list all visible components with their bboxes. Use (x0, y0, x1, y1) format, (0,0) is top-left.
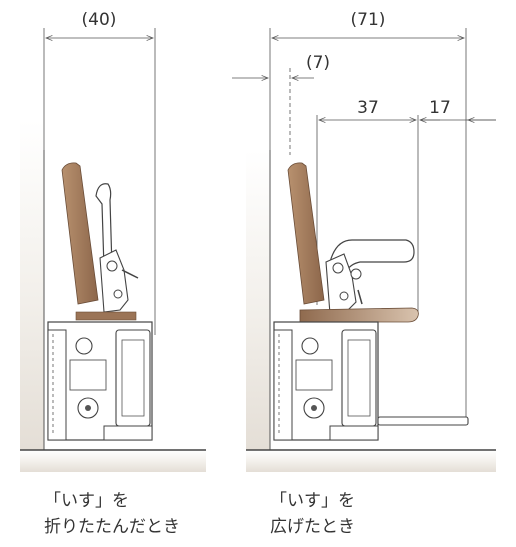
left-seat-mechanism (99, 249, 129, 313)
left-backrest (61, 162, 99, 305)
left-width-dimension: (40) (82, 10, 117, 30)
right-backrest (287, 162, 325, 305)
right-gear-2-hub (311, 405, 317, 411)
right-caption: 「いす」を 広げたとき (270, 488, 355, 540)
right-armrest (329, 239, 415, 273)
right-footrest (377, 416, 469, 426)
left-pivot-2 (113, 289, 123, 299)
right-pivot-2 (350, 268, 362, 280)
right-pivot-3 (339, 291, 349, 301)
left-floor (20, 450, 206, 472)
right-wall (246, 150, 270, 450)
left-lever (121, 269, 139, 279)
left-base (103, 425, 153, 441)
right-base (329, 425, 379, 441)
left-caption-line1: 「いす」を (44, 491, 129, 511)
right-motor-inner (347, 339, 371, 417)
left-rail (47, 329, 67, 441)
right-extension-dimension: 17 (429, 98, 451, 118)
left-pivot-1 (106, 260, 118, 272)
right-bracket (295, 359, 333, 391)
left-caption: 「いす」を 折りたたんだとき (44, 488, 180, 540)
left-gear-1 (75, 337, 93, 355)
right-seat-dimension: 37 (357, 98, 379, 118)
left-caption-line2: 折りたたんだとき (44, 517, 180, 537)
right-overall-dimension: (71) (351, 10, 386, 30)
left-motor-inner (121, 339, 145, 417)
right-caption-line2: 広げたとき (270, 517, 355, 537)
right-seat (299, 307, 419, 323)
right-lever (357, 289, 363, 305)
right-rail (273, 329, 293, 441)
folded-chair-figure: (40) (20, 10, 206, 472)
right-floor (246, 450, 496, 472)
left-wall (20, 120, 44, 450)
right-gear-1 (301, 337, 319, 355)
left-seat-strip (75, 311, 137, 321)
left-bracket (69, 359, 107, 391)
right-offset-dimension: (7) (306, 53, 330, 73)
right-caption-line1: 「いす」を (270, 491, 355, 511)
right-pivot-1 (332, 262, 344, 274)
unfolded-chair-figure: (71) (7) 37 17 (232, 10, 496, 472)
left-gear-2-hub (85, 405, 91, 411)
left-armrest (95, 183, 113, 269)
